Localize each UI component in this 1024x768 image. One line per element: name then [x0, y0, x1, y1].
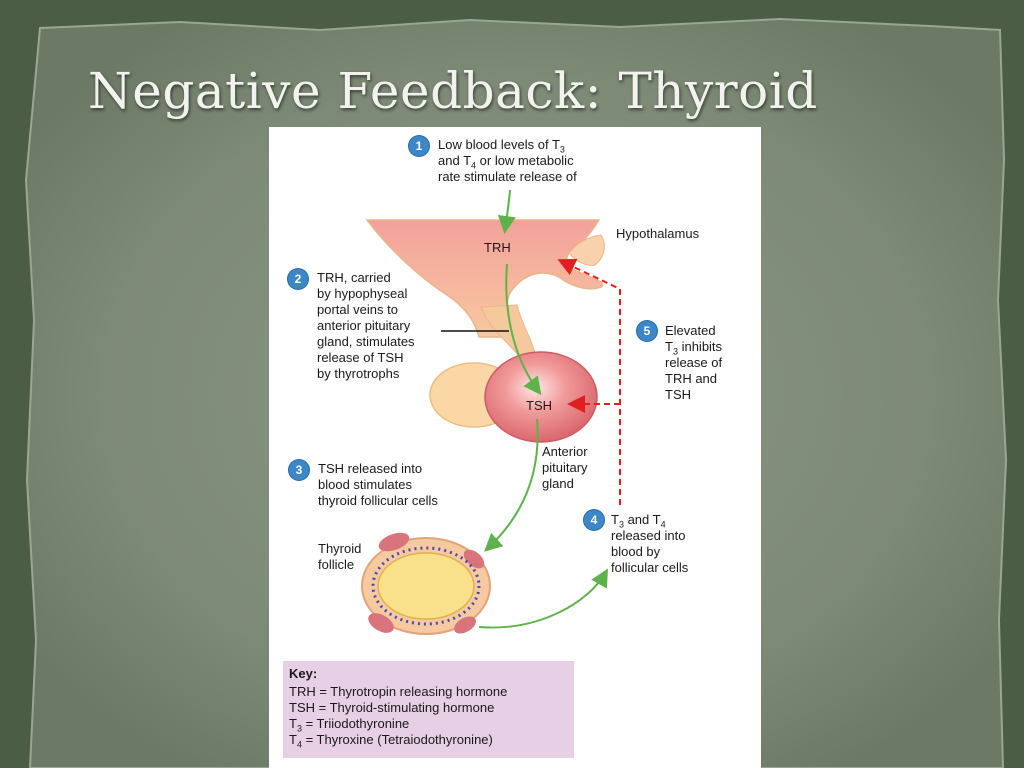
arrow-tsh-to-follicle — [484, 418, 539, 552]
inhibit-feedback-line — [557, 258, 621, 505]
step-1-badge: 1 — [409, 136, 429, 156]
anterior-pituitary-shape — [484, 351, 598, 443]
slide-title: Negative Feedback: Thyroid — [88, 62, 818, 120]
tsh-label: TSH — [526, 398, 552, 413]
diagram-artwork — [361, 189, 621, 635]
thyroid-follicle-label: Thyroid follicle — [318, 541, 362, 572]
key-tsh-line: TSH = Thyroid-stimulating hormone — [289, 700, 495, 715]
key-t4-line: T4 = Thyroxine (Tetraiodothyronine) — [289, 732, 493, 750]
step-5-text: Elevated T3 inhibits release of TRH and … — [665, 323, 723, 402]
step-1-text: Low blood levels of T3 and T4 or low met… — [438, 137, 577, 184]
trh-label: TRH — [484, 240, 511, 255]
key-trh-line: TRH = Thyrotropin releasing hormone — [289, 684, 508, 699]
step-4-text: T3 and T4 released into blood by follicu… — [611, 512, 689, 575]
arrow-step1-to-trh — [497, 189, 516, 234]
key-title: Key: — [289, 666, 318, 681]
step-2-badge: 2 — [288, 269, 308, 289]
key-box: Key: TRH = Thyrotropin releasing hormone… — [283, 661, 574, 758]
step-5-badge: 5 — [637, 321, 657, 341]
hypothalamus-label: Hypothalamus — [616, 226, 700, 241]
anterior-pituitary-label: Anterior pituitary gland — [542, 444, 588, 491]
step-3-badge: 3 — [289, 460, 309, 480]
arrow-follicle-to-blood — [478, 568, 608, 629]
arrow-trh-to-tsh — [505, 263, 542, 396]
key-t3-line: T3 = Triiodothyronine — [289, 716, 410, 734]
step-4-badge: 4 — [584, 510, 604, 530]
step-3-text: TSH released into blood stimulates thyro… — [318, 461, 438, 508]
thyroid-follicle-shape — [361, 532, 491, 635]
thyroid-feedback-diagram: 1 Low blood levels of T3 and T4 or low m… — [269, 127, 761, 768]
step-2-text: TRH, carried by hypophyseal portal veins… — [317, 270, 415, 381]
